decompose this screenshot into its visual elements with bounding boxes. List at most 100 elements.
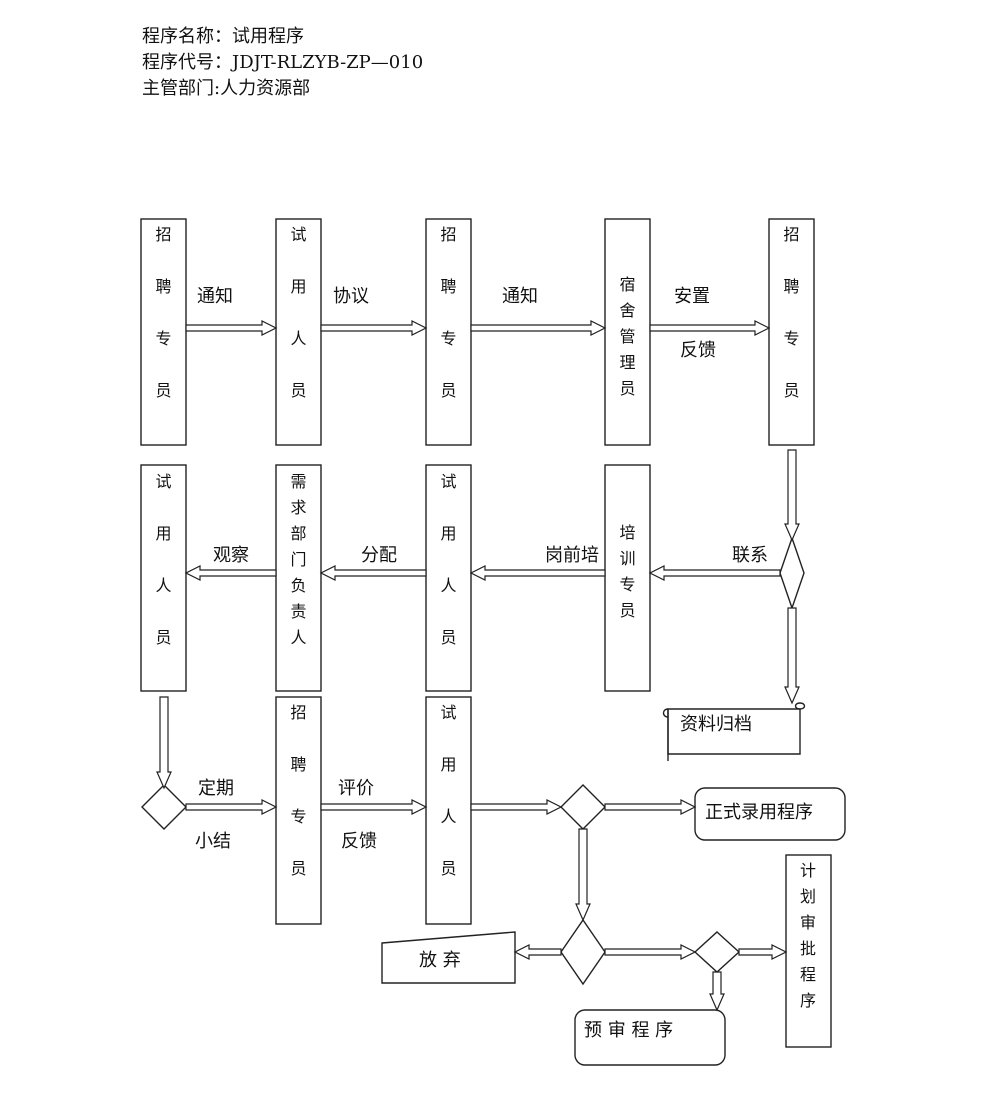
decision-c: [693, 931, 741, 973]
pre-review-text: 预 审 程 序: [584, 1020, 673, 1041]
r3-trial-staff-char: 试: [440, 703, 456, 722]
r2-trainer-char: 专: [619, 575, 635, 594]
archive-scroll-top: [794, 702, 806, 710]
r2-dept-head-char: 责: [290, 602, 306, 621]
label-settle: 安置: [674, 286, 710, 307]
plan-approval-box: [785, 854, 832, 1048]
r2-dept-head-char: 人: [290, 628, 306, 647]
r1-recruiter-b-box: [425, 218, 472, 446]
arrow-evaluate: [320, 799, 428, 815]
program-name: 程序名称：试用程序: [142, 26, 304, 47]
arrow-to-decision-b: [575, 828, 591, 922]
r1-dorm-manager-char: 管: [619, 327, 635, 346]
arrow-to-formal-hire: [604, 799, 697, 815]
r1-trial-staff-char: 试: [290, 225, 306, 244]
label-feedback-1: 反馈: [680, 340, 716, 361]
r2-trainer-char: 员: [619, 601, 635, 620]
plan-approval-char: 计: [800, 861, 816, 880]
r1-recruiter-a-box: [140, 218, 187, 446]
label-assign: 分配: [361, 545, 397, 566]
label-summary: 小结: [195, 831, 231, 852]
document-header: 程序名称：试用程序 程序代号：JDJT-RLZYB-ZP—010 主管部门:人力…: [142, 24, 423, 102]
arrow-settle: [649, 320, 771, 336]
r1-trial-staff-box: [275, 218, 322, 446]
arrow-to-plan-approval: [738, 944, 788, 960]
arrow-training: [469, 565, 606, 581]
label-agreement: 协议: [333, 286, 369, 307]
r2-trial-staff-a-char: 用: [155, 524, 171, 543]
r2-dept-head-char: 负: [290, 576, 306, 595]
r1-recruiter-c-char: 聘: [783, 277, 799, 296]
plan-approval-char: 程: [800, 965, 816, 984]
decision-periodic: [141, 784, 187, 830]
arrow-to-decision-a: [470, 799, 563, 815]
r3-recruiter-char: 招: [290, 703, 306, 722]
archive-scroll-curl: [662, 708, 669, 761]
plan-approval-char: 批: [800, 939, 816, 958]
r1-recruiter-b-char: 聘: [440, 277, 456, 296]
r1-dorm-manager-char: 舍: [619, 301, 635, 320]
department: 主管部门:人力资源部: [142, 78, 311, 99]
label-pre-job-training: 岗前培: [545, 545, 599, 566]
plan-approval-char: 审: [800, 913, 816, 932]
formal-hire-text: 正式录用程序: [705, 802, 813, 823]
r3-recruiter-char: 聘: [290, 755, 306, 774]
r1-dorm-manager-box: [604, 218, 651, 446]
r3-recruiter-char: 专: [290, 807, 306, 826]
r2-dept-head-char: 部: [290, 524, 306, 543]
r2-dept-head-char: 门: [290, 550, 306, 569]
r1-recruiter-c-char: 招: [783, 225, 799, 244]
r1-recruiter-c-char: 专: [783, 329, 799, 348]
label-contact: 联系: [732, 545, 768, 566]
pre-review-box: [574, 1009, 726, 1066]
r2-trial-staff-b-char: 用: [440, 524, 456, 543]
arrow-recruiter-down: [784, 449, 800, 542]
arrow-to-pre-review: [709, 971, 725, 1012]
r2-trainer-char: 训: [619, 549, 635, 568]
arrow-assign: [319, 565, 427, 581]
decision-b: [560, 918, 606, 986]
r3-recruiter-box: [275, 696, 322, 925]
r1-recruiter-b-char: 员: [440, 381, 456, 400]
r1-trial-staff-char: 员: [290, 381, 306, 400]
r2-trial-staff-b-char: 人: [440, 576, 456, 595]
program-code: 程序代号：JDJT-RLZYB-ZP—010: [142, 52, 424, 73]
give-up-shape: [381, 931, 516, 984]
r2-trial-staff-a-char: 员: [155, 628, 171, 647]
r2-dept-head-char: 求: [290, 498, 306, 517]
archive-text: 资料归档: [680, 714, 752, 735]
r1-recruiter-c-box: [768, 218, 815, 446]
arrow-to-give-up: [513, 944, 562, 960]
r2-trainer-box: [604, 464, 651, 692]
arrow-notify-2: [470, 320, 607, 336]
plan-approval-char: 划: [800, 887, 816, 906]
r1-recruiter-b-char: 招: [440, 225, 456, 244]
r1-recruiter-a-char: 员: [155, 381, 171, 400]
r1-recruiter-a-char: 聘: [155, 277, 171, 296]
give-up-text: 放 弃: [419, 950, 461, 971]
r2-trial-staff-b-char: 员: [440, 628, 456, 647]
label-notify-2: 通知: [502, 286, 538, 307]
arrow-to-decision-c: [604, 944, 697, 960]
r3-trial-staff-char: 用: [440, 755, 456, 774]
label-notify-1: 通知: [197, 286, 233, 307]
r2-trial-staff-a-char: 试: [155, 472, 171, 491]
r1-trial-staff-char: 用: [290, 277, 306, 296]
r1-recruiter-a-char: 招: [155, 225, 171, 244]
decision-contact: [779, 535, 805, 611]
r2-dept-head-char: 需: [290, 472, 306, 491]
r1-dorm-manager-char: 宿: [619, 275, 635, 294]
r1-dorm-manager-char: 理: [619, 353, 635, 372]
r1-trial-staff-char: 人: [290, 329, 306, 348]
r1-recruiter-a-char: 专: [155, 329, 171, 348]
r3-trial-staff-char: 人: [440, 807, 456, 826]
label-periodic: 定期: [198, 778, 234, 799]
arrow-notify-1: [185, 320, 278, 336]
decision-a: [560, 784, 606, 830]
arrow-observe: [184, 565, 277, 581]
label-evaluate: 评价: [338, 778, 374, 799]
r3-recruiter-char: 员: [290, 859, 306, 878]
label-observe: 观察: [213, 545, 249, 566]
arrow-periodic: [185, 799, 278, 815]
